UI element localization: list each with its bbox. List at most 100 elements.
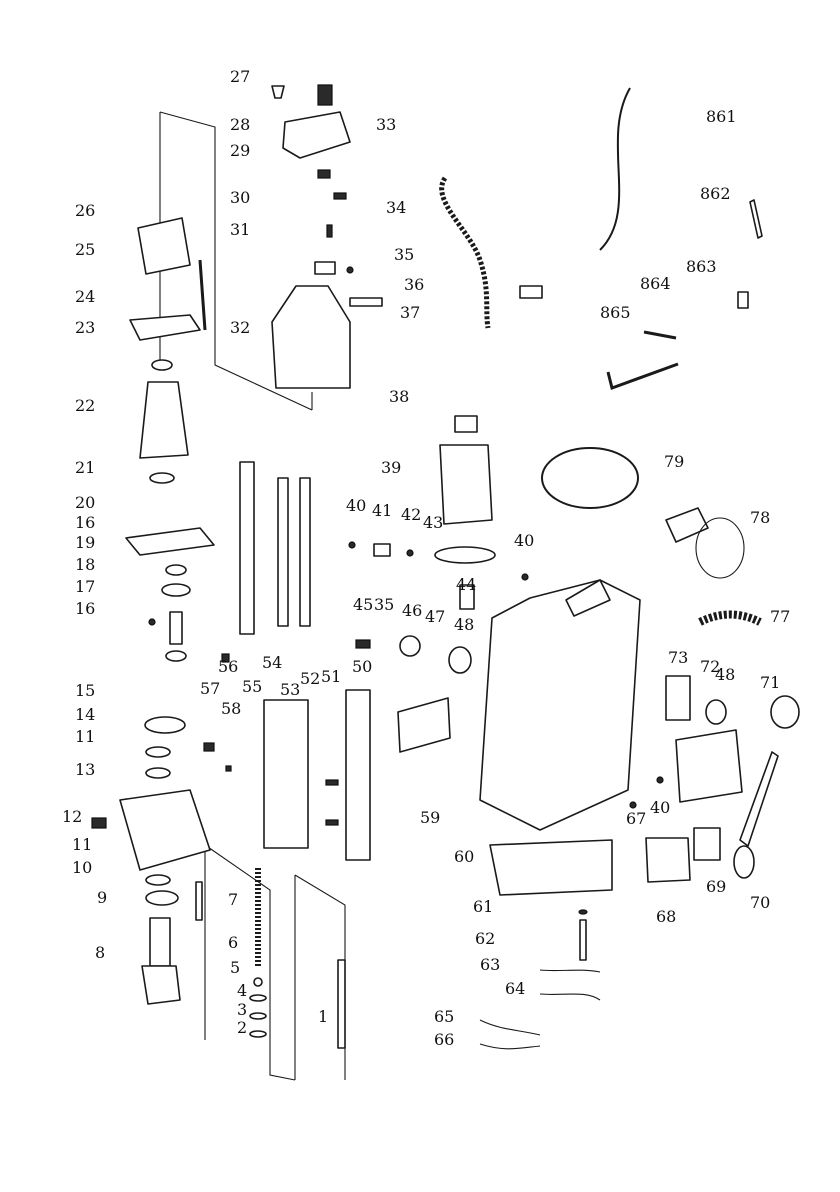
rack-50 [346, 690, 370, 860]
part-number-25: 25 [75, 240, 95, 259]
gear-plate-20 [126, 528, 214, 555]
part-number-64: 64 [505, 979, 525, 998]
part-number-35: 35 [394, 245, 414, 264]
part-number-3: 3 [237, 1000, 247, 1019]
part-number-23: 23 [75, 318, 95, 337]
key-17 [149, 619, 155, 625]
bearing-16b [166, 651, 186, 661]
part-number-38: 38 [389, 387, 409, 406]
part-number-28: 28 [230, 115, 250, 134]
fitting-36 [520, 286, 542, 298]
part-number-59: 59 [420, 808, 440, 827]
part-number-16: 16 [75, 513, 95, 532]
frame-body [480, 580, 640, 830]
knob-33 [318, 85, 332, 105]
switch-68 [646, 838, 690, 882]
part-number-11: 11 [72, 835, 92, 854]
motor-housing-32 [272, 286, 350, 388]
bearing-23 [152, 360, 172, 370]
coolant-tank-39 [440, 445, 492, 524]
wire-66 [480, 1044, 540, 1049]
bracket-31 [315, 262, 335, 274]
washer-61 [579, 910, 587, 914]
rail-55 [240, 462, 254, 634]
part-number-55: 55 [242, 677, 262, 696]
bushing-48a [449, 647, 471, 673]
pin-58 [226, 766, 231, 771]
washer-4 [250, 995, 266, 1001]
part-number-34: 34 [386, 198, 406, 217]
part-number-22: 22 [75, 396, 95, 415]
frame-lower-plane [205, 845, 295, 1080]
part-number-35: 35 [374, 595, 394, 614]
part-number-33: 33 [376, 115, 396, 134]
part-number-862: 862 [700, 184, 731, 203]
screw-45 [356, 640, 370, 648]
part-number-39: 39 [381, 458, 401, 477]
part-number-48: 48 [715, 665, 735, 684]
part-number-10: 10 [72, 858, 92, 877]
part-number-44: 44 [456, 575, 476, 594]
shaft-1 [338, 960, 345, 1048]
part-number-77: 77 [770, 607, 790, 626]
part-number-66: 66 [434, 1030, 454, 1049]
screw-40b [522, 574, 528, 580]
bearing-16a [166, 565, 186, 575]
part-number-68: 68 [656, 907, 676, 926]
wire-64 [540, 994, 600, 1000]
pin-29 [334, 193, 346, 199]
part-number-47: 47 [425, 607, 445, 626]
part-number-67: 67 [626, 809, 646, 828]
part-number-2: 2 [237, 1018, 247, 1037]
tube-79 [542, 448, 638, 508]
part-number-50: 50 [352, 657, 372, 676]
part-number-9: 9 [97, 888, 107, 907]
part-number-1: 1 [318, 1007, 328, 1026]
part-number-29: 29 [230, 141, 250, 160]
cable-77 [700, 615, 760, 623]
screw-59 [326, 820, 338, 825]
key-863 [738, 292, 748, 308]
part-number-61: 61 [473, 897, 493, 916]
switch-69 [694, 828, 720, 860]
brush-holder-24 [130, 315, 200, 340]
shaft-18 [170, 612, 182, 644]
part-number-45: 45 [353, 595, 373, 614]
gear-15 [145, 717, 185, 733]
part-number-6: 6 [228, 933, 238, 952]
part-number-52: 52 [300, 669, 320, 688]
board-73 [666, 676, 690, 720]
screw-7 [196, 882, 202, 920]
part-number-40: 40 [346, 496, 366, 515]
gearbox-13 [120, 790, 210, 870]
nut-35-top [347, 267, 353, 273]
part-number-4: 4 [237, 981, 247, 1000]
spindle-9 [150, 918, 170, 966]
bearing-21 [150, 473, 174, 483]
part-number-11: 11 [75, 727, 95, 746]
part-number-36: 36 [404, 275, 424, 294]
part-number-31: 31 [230, 220, 250, 239]
base-assembly [349, 88, 799, 1049]
part-number-73: 73 [668, 648, 688, 667]
field-26 [138, 218, 190, 274]
part-number-24: 24 [75, 287, 95, 306]
part-number-62: 62 [475, 929, 495, 948]
rail-53 [278, 478, 288, 626]
part-number-58: 58 [221, 699, 241, 718]
part-number-12: 12 [62, 807, 82, 826]
wrench-862 [750, 200, 762, 238]
screw-67 [630, 802, 636, 808]
arbor-8 [142, 966, 180, 1004]
part-number-5: 5 [230, 958, 240, 977]
part-number-63: 63 [480, 955, 500, 974]
knob-71 [771, 696, 799, 728]
part-number-865: 865 [600, 303, 631, 322]
part-number-40: 40 [650, 798, 670, 817]
part-number-13: 13 [75, 760, 95, 779]
screw-40c [657, 777, 663, 783]
bolt-62 [580, 920, 586, 960]
part-number-56: 56 [218, 657, 238, 676]
part-number-41: 41 [372, 501, 392, 520]
